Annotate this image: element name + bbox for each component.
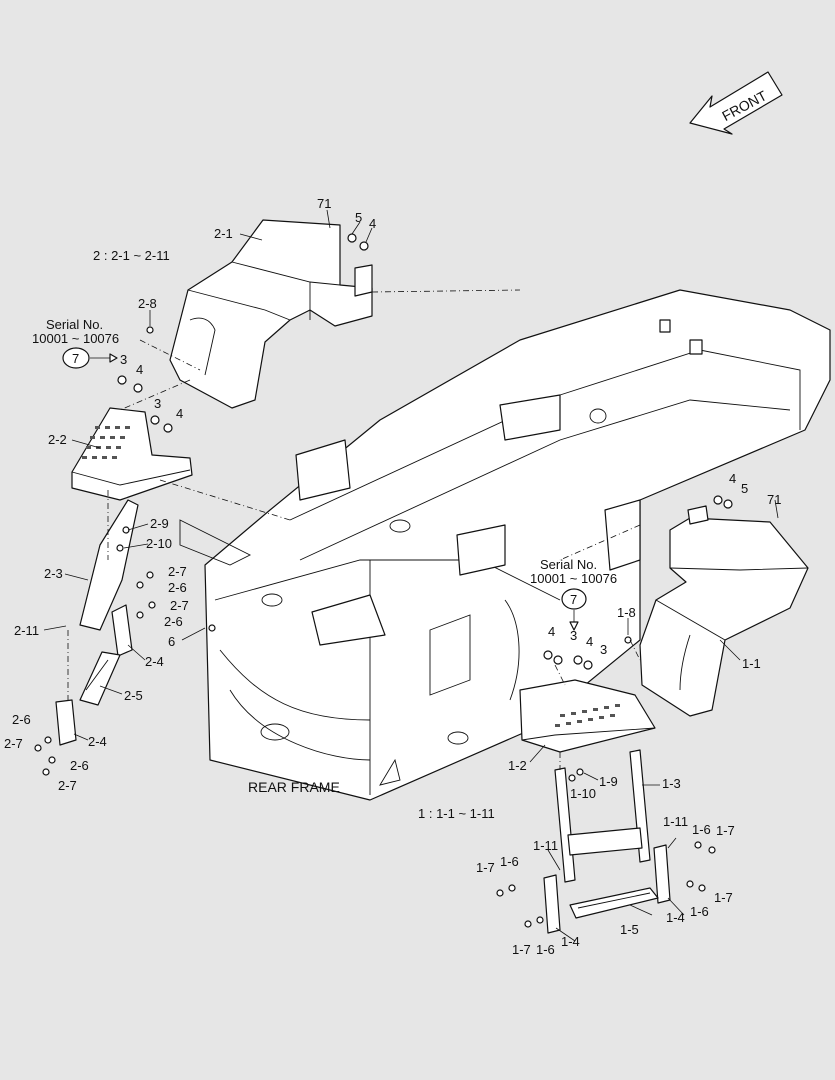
callout-1-6b: 1-6: [500, 854, 519, 869]
callout-1-9: 1-9: [599, 774, 618, 789]
ladder-1-3: [554, 749, 651, 883]
callout-2-9: 2-9: [150, 516, 169, 531]
callout-1-11b: 1-11: [533, 838, 558, 853]
step-1-5: [569, 887, 659, 919]
callout-2-10: 2-10: [146, 536, 172, 551]
group2-note: 2 : 2-1 ~ 2-11: [93, 248, 170, 263]
step-grid-1-2: [555, 704, 620, 727]
callout-2-1: 2-1: [214, 226, 233, 241]
callout-1-6c: 1-6: [690, 904, 709, 919]
callout-labels: 71 5 4 2-1 2-8 3 4 3 4 2-2 2-9 2-10 2-3 …: [4, 196, 781, 957]
serial-left-line1: Serial No.: [46, 317, 103, 332]
callout-3d: 3: [600, 642, 607, 657]
callout-1-3: 1-3: [662, 776, 681, 791]
callout-2-7b: 2-7: [170, 598, 189, 613]
circle-right-label: 7: [570, 592, 577, 607]
callout-71a: 71: [317, 196, 331, 211]
callout-1-7d: 1-7: [512, 942, 531, 957]
callout-3a: 3: [120, 352, 127, 367]
callout-2-6d: 2-6: [70, 758, 89, 773]
callout-2-6a: 2-6: [168, 580, 187, 595]
callout-1-11a: 1-11: [663, 814, 688, 829]
callout-2-8: 2-8: [138, 296, 157, 311]
fasteners: [34, 233, 733, 928]
callout-1-6a: 1-6: [692, 822, 711, 837]
callout-1-1: 1-1: [742, 656, 761, 671]
callout-4d: 4: [729, 471, 736, 486]
callout-4f: 4: [586, 634, 593, 649]
callout-2-3: 2-3: [44, 566, 63, 581]
callout-2-5: 2-5: [124, 688, 143, 703]
callout-1-2: 1-2: [508, 758, 527, 773]
callout-1-8: 1-8: [617, 605, 636, 620]
callout-1-4a: 1-4: [666, 910, 685, 925]
callout-4c: 4: [176, 406, 183, 421]
assembly-lines: [67, 289, 641, 770]
circle-marker-right: [561, 588, 587, 610]
callout-4b: 4: [136, 362, 143, 377]
callout-1-7c: 1-7: [714, 890, 733, 905]
serial-right-line1: Serial No.: [540, 557, 597, 572]
callout-2-2: 2-2: [48, 432, 67, 447]
rear-frame: [179, 289, 831, 801]
callout-2-4b: 2-4: [88, 734, 107, 749]
callout-6: 6: [168, 634, 175, 649]
callout-1-6d: 1-6: [536, 942, 555, 957]
callout-1-4b: 1-4: [561, 934, 580, 949]
circle-left-label: 7: [72, 351, 79, 366]
serial-note-left: Serial No. 10001 ~ 10076 7: [32, 317, 119, 369]
step-1-2: [519, 679, 656, 753]
leader-lines: [43, 209, 779, 942]
serial-note-right: Serial No. 10001 ~ 10076 7: [530, 557, 617, 631]
callout-5b: 5: [741, 481, 748, 496]
callout-1-10: 1-10: [570, 786, 596, 801]
step-2-2: [71, 407, 193, 501]
serial-left-line2: 10001 ~ 10076: [32, 331, 119, 346]
plate-2-4-upper: [111, 604, 133, 657]
step-2-5: [79, 651, 121, 706]
callout-71b: 71: [767, 492, 781, 507]
callout-2-7c: 2-7: [4, 736, 23, 751]
callout-4a: 4: [369, 216, 376, 231]
callout-3b: 3: [154, 396, 161, 411]
callout-4e: 4: [548, 624, 555, 639]
bracket-2-3: [79, 499, 139, 631]
callout-2-4a: 2-4: [145, 654, 164, 669]
plate-2-4-lower: [55, 699, 77, 746]
plate-1-4-right: [653, 844, 671, 904]
callout-1-7b: 1-7: [476, 860, 495, 875]
callout-5a: 5: [355, 210, 362, 225]
callout-2-11: 2-11: [14, 623, 39, 638]
rear-frame-label: REAR FRAME: [248, 779, 340, 795]
callout-1-7a: 1-7: [716, 823, 735, 838]
fender-1-1: [639, 505, 809, 717]
circle-marker-left: [62, 347, 90, 369]
callout-2-6c: 2-6: [12, 712, 31, 727]
group1-note: 1 : 1-1 ~ 1-11: [418, 806, 495, 821]
callout-2-6b: 2-6: [164, 614, 183, 629]
callout-2-7a: 2-7: [168, 564, 187, 579]
front-arrow: FRONT: [689, 71, 783, 135]
callout-2-7d: 2-7: [58, 778, 77, 793]
callout-3c: 3: [570, 628, 577, 643]
fender-2-1: [169, 219, 373, 409]
callout-1-5: 1-5: [620, 922, 639, 937]
plate-1-4-left: [543, 874, 561, 934]
serial-right-line2: 10001 ~ 10076: [530, 571, 617, 586]
